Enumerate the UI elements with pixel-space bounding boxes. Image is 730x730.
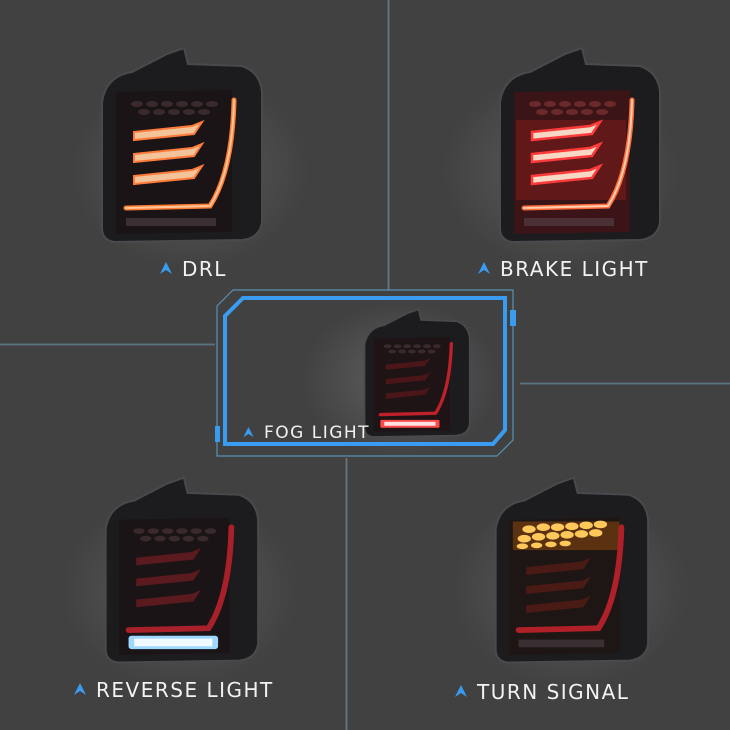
tail-light-fog-image — [363, 308, 471, 438]
tail-light-brake-image — [499, 46, 661, 244]
label-brake-light: BRAKE LIGHT — [478, 257, 649, 281]
label-brake-light-text: BRAKE LIGHT — [500, 257, 649, 281]
label-fog-light: FOG LIGHT — [243, 423, 370, 443]
tail-light-turn-image — [494, 476, 650, 664]
divider-bottom-vertical — [345, 458, 348, 730]
chevron-up-icon — [455, 685, 467, 697]
label-reverse-light: REVERSE LIGHT — [74, 678, 274, 702]
label-drl: DRL — [160, 257, 227, 281]
chevron-up-icon — [160, 262, 172, 274]
highlight-frame — [215, 289, 516, 457]
divider-top-vertical — [387, 0, 390, 290]
label-drl-text: DRL — [182, 257, 227, 281]
label-turn-signal-text: TURN SIGNAL — [477, 680, 630, 704]
tail-light-reverse-image — [104, 476, 260, 664]
chevron-up-icon — [243, 427, 254, 438]
divider-left-horizontal — [0, 343, 215, 346]
label-reverse-light-text: REVERSE LIGHT — [96, 678, 274, 702]
chevron-up-icon — [478, 262, 490, 274]
chevron-up-icon — [74, 683, 86, 695]
label-fog-light-text: FOG LIGHT — [264, 423, 371, 443]
tail-light-drl-image — [101, 46, 263, 244]
divider-right-horizontal — [520, 382, 730, 385]
label-turn-signal: TURN SIGNAL — [455, 680, 629, 704]
